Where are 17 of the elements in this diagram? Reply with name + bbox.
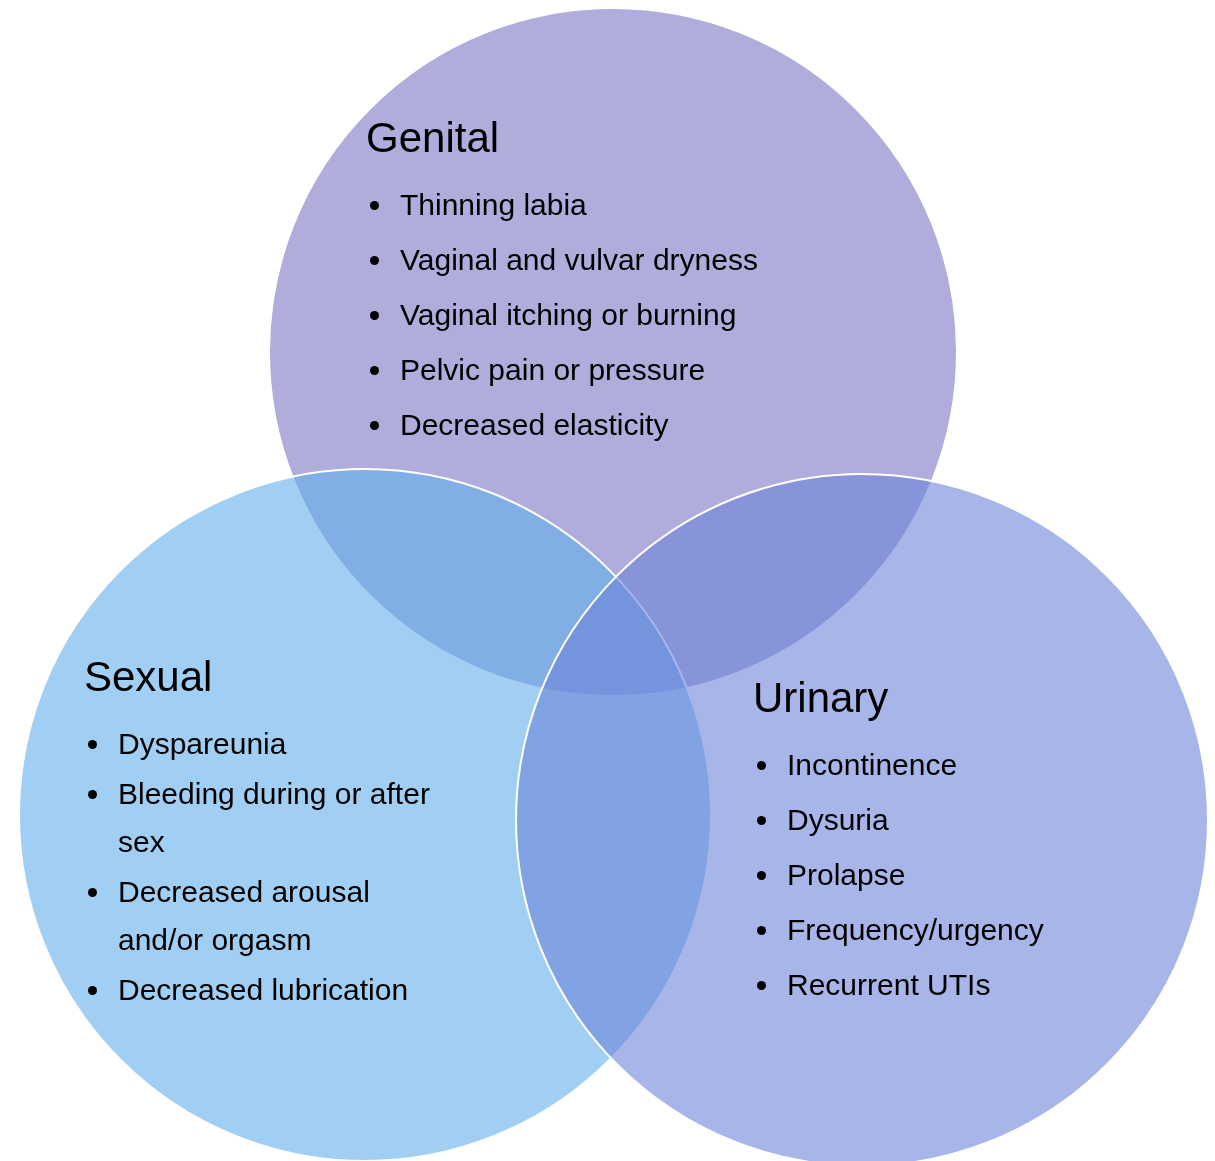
bullet-item: Dysuria — [753, 796, 1187, 845]
bullet-item: Dyspareunia — [84, 720, 452, 769]
bullet-item: Recurrent UTIs — [753, 961, 1187, 1010]
circle-heading: Genital — [366, 113, 501, 163]
bullet-item: Incontinence — [753, 741, 1187, 790]
bullet-item: Pelvic pain or pressure — [366, 346, 920, 395]
bullet-item: Vaginal itching or burning — [366, 291, 920, 340]
bullet-item: Prolapse — [753, 851, 1187, 900]
bullet-item: Decreased arousal and/or orgasm — [84, 868, 452, 965]
bullet-item: Decreased lubrication — [84, 966, 452, 1015]
circle-heading: Urinary — [753, 673, 890, 723]
bullet-item: Vaginal and vulvar dryness — [366, 236, 920, 285]
circle-heading: Sexual — [84, 652, 214, 702]
bullet-item: Decreased elasticity — [366, 401, 920, 450]
bullet-item: Bleeding during or after sex — [84, 770, 452, 867]
bullet-item: Frequency/urgency — [753, 906, 1187, 955]
bullet-item: Thinning labia — [366, 181, 920, 230]
